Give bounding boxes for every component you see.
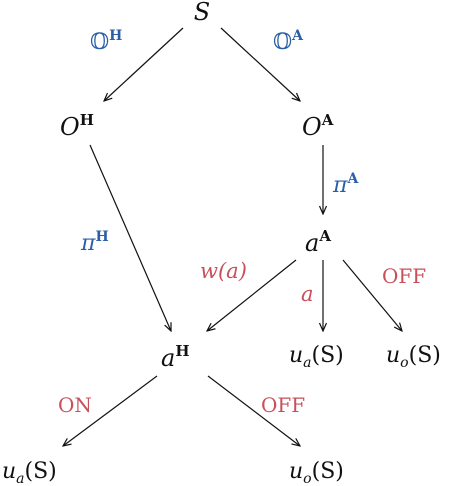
node-obs-h-sup: H bbox=[80, 111, 94, 129]
node-util-o-bottom-text: u bbox=[289, 459, 303, 484]
node-util-o-right-sub: o bbox=[400, 355, 408, 371]
node-action-a: aA bbox=[305, 227, 331, 257]
label-policy-h-sup: H bbox=[95, 229, 108, 245]
edge-state-to-obs-a bbox=[220, 27, 300, 101]
node-util-a-right-arg: (S) bbox=[312, 343, 344, 368]
node-util-a-right-text: u bbox=[289, 343, 303, 368]
node-util-a-right-sub: a bbox=[303, 355, 311, 371]
label-obs-h: 𝕆H bbox=[90, 28, 122, 55]
label-obs-a: 𝕆A bbox=[273, 28, 304, 55]
edge-action-a-to-action-h bbox=[207, 259, 297, 331]
node-util-o-bottom-sub: o bbox=[303, 471, 311, 486]
node-util-a-bottom-text: u bbox=[2, 459, 16, 484]
node-obs-h: OH bbox=[60, 111, 94, 141]
label-policy-a-base: π bbox=[332, 173, 348, 198]
node-state: S bbox=[194, 0, 210, 26]
node-obs-a: OA bbox=[302, 111, 334, 141]
node-util-a-bottom-arg: (S) bbox=[25, 459, 57, 484]
node-action-a-base: a bbox=[305, 229, 319, 257]
node-util-a-bottom: ua(S) bbox=[2, 459, 57, 486]
edge-action-h-to-util-o bbox=[207, 375, 300, 446]
label-act: a bbox=[301, 282, 314, 306]
label-policy-h-base: π bbox=[80, 231, 96, 256]
label-off-bottom: OFF bbox=[261, 393, 305, 417]
edge-action-a-to-util-o bbox=[342, 259, 402, 331]
node-action-h-base: a bbox=[161, 344, 175, 372]
node-obs-a-base: O bbox=[302, 113, 322, 141]
label-obs-a-base: 𝕆 bbox=[273, 30, 292, 55]
node-action-h: aH bbox=[161, 342, 190, 372]
node-util-a-bottom-sub: a bbox=[16, 471, 24, 486]
node-util-a-right: ua(S) bbox=[289, 343, 344, 371]
label-obs-a-sup: A bbox=[291, 28, 304, 44]
edge-state-to-obs-h bbox=[104, 27, 184, 101]
node-action-a-sup: A bbox=[318, 227, 331, 245]
label-on: ON bbox=[58, 393, 92, 417]
node-util-o-right-arg: (S) bbox=[409, 343, 441, 368]
node-obs-h-base: O bbox=[60, 113, 80, 141]
edge-obs-h-to-action-h bbox=[89, 144, 171, 331]
label-policy-a-sup: A bbox=[346, 171, 359, 187]
label-wait: w(a) bbox=[200, 259, 247, 283]
node-util-o-bottom: uo(S) bbox=[289, 459, 344, 486]
edge-action-h-to-util-a bbox=[63, 375, 158, 446]
label-obs-h-sup: H bbox=[109, 28, 122, 44]
label-obs-h-base: 𝕆 bbox=[90, 30, 109, 55]
label-off-right: OFF bbox=[382, 264, 426, 288]
node-util-o-right: uo(S) bbox=[386, 343, 441, 371]
node-obs-a-sup: A bbox=[321, 111, 334, 129]
node-state-base: S bbox=[194, 0, 210, 26]
node-util-o-bottom-arg: (S) bbox=[312, 459, 344, 484]
node-action-h-sup: H bbox=[175, 342, 189, 360]
label-policy-h: πH bbox=[80, 229, 109, 256]
label-policy-a: πA bbox=[332, 171, 359, 198]
node-util-o-right-text: u bbox=[386, 343, 400, 368]
